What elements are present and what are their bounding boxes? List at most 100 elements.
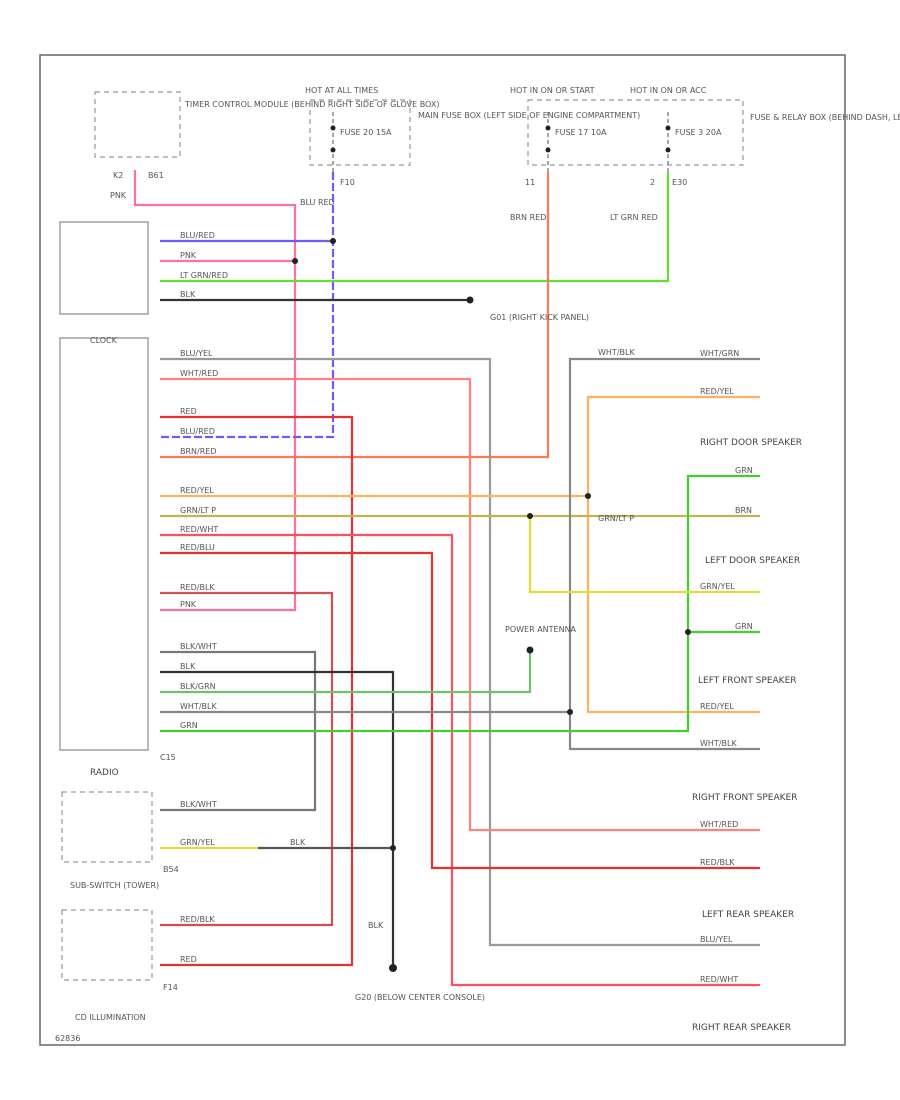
lbl-grn-lt: GRN/LT P — [180, 506, 216, 515]
fuse-20-pin: F10 — [340, 178, 355, 187]
lbl-g20-blk: BLK — [368, 921, 384, 930]
wire-grn — [160, 474, 760, 733]
lbl-s-blk-wht: BLK/WHT — [180, 800, 217, 809]
cd-illum-conn: F14 — [163, 983, 178, 992]
tcm-label: TIMER CONTROL MODULE (BEHIND RIGHT SIDE … — [184, 100, 439, 109]
power-antenna-label: POWER ANTENNA — [505, 625, 577, 634]
lbl-blu-red2: BLU/RED — [180, 427, 215, 436]
splice-dot — [466, 296, 474, 304]
lbl-blu-red: BLU/RED — [180, 231, 215, 240]
wire-blu-yel — [160, 357, 760, 947]
lbl-mid-wht-blk: WHT/BLK — [598, 348, 635, 357]
lbl-r-grn2: GRN — [735, 622, 753, 631]
sub-switch-conn: B54 — [163, 865, 179, 874]
lbl-lt-grn: LT GRN/RED — [180, 271, 228, 280]
lbl-pnk2: PNK — [180, 600, 197, 609]
lbl-wht-blk: WHT/BLK — [180, 702, 217, 711]
relay-box-label: FUSE & RELAY BOX (BEHIND DASH, LEFT OF S… — [750, 113, 900, 122]
lbl-brn-red: BRN/RED — [180, 447, 217, 456]
right-door-speaker-label: RIGHT DOOR SPEAKER — [700, 438, 802, 448]
diagram-code: 62836 — [55, 1034, 80, 1043]
lbl-r-red-yel2: RED/YEL — [700, 702, 734, 711]
clock-label: CLOCK — [90, 336, 118, 345]
fuse-20-label: FUSE 20 15A — [340, 128, 392, 137]
ground-g20-label: G20 (BELOW CENTER CONSOLE) — [355, 993, 485, 1002]
fuse-17-icon — [545, 112, 551, 172]
main-fuse-box-outline — [309, 99, 411, 166]
lbl-r-brn: BRN — [735, 506, 752, 515]
ground-g01-label: G01 (RIGHT KICK PANEL) — [490, 313, 589, 322]
fuse-17-pin: 11 — [525, 178, 535, 187]
splice-dot — [585, 493, 591, 499]
lbl-r-wht-blk: WHT/BLK — [700, 739, 737, 748]
diagram-frame — [39, 54, 846, 1046]
splice-dot — [685, 629, 691, 635]
fuse-3-pin: 2 — [650, 178, 655, 187]
wire-red-blk — [160, 591, 334, 927]
lbl-cd-red-blk: RED/BLK — [180, 915, 215, 924]
main-fuse-box-label: MAIN FUSE BOX (LEFT SIDE OF ENGINE COMPA… — [418, 111, 640, 120]
left-front-speaker-label: LEFT FRONT SPEAKER — [698, 676, 797, 686]
ground-g20-icon — [389, 964, 397, 972]
lbl-r-blu-yel: BLU/YEL — [700, 935, 733, 944]
sub-switch-box — [61, 791, 153, 863]
radio-conn: C15 — [160, 753, 176, 762]
lbl-r-wht-grn: WHT/GRN — [700, 349, 739, 358]
lbl-cd-red: RED — [180, 955, 197, 964]
lbl-blk-wht: BLK/WHT — [180, 642, 217, 651]
fuse-3-label: FUSE 3 20A — [675, 128, 722, 137]
tcm-wire-label: PNK — [110, 191, 127, 200]
lt-grn-red-label: LT GRN RED — [610, 213, 658, 222]
lbl-r-red-yel: RED/YEL — [700, 387, 734, 396]
lbl-blk-grn: BLK/GRN — [180, 682, 216, 691]
wire-blk-grn — [160, 650, 532, 694]
hot-acc2-label: HOT IN ON OR ACC — [630, 86, 707, 95]
lbl-grn: GRN — [180, 721, 198, 730]
tcm-pin-k2: K2 — [113, 171, 123, 180]
sub-switch-label: SUB-SWITCH (TOWER) — [70, 881, 159, 890]
fuse-3-conn: E30 — [672, 178, 687, 187]
lbl-s-grn-yel: GRN/YEL — [180, 838, 215, 847]
lbl-blk: BLK — [180, 290, 196, 299]
wire-red-blu — [160, 551, 760, 870]
lbl-s-blk: BLK — [290, 838, 306, 847]
lbl-r-wht-red: WHT/RED — [700, 820, 738, 829]
splice-dot — [330, 238, 336, 244]
left-rear-speaker-label: LEFT REAR SPEAKER — [702, 910, 794, 920]
fuse-3-icon — [665, 112, 671, 172]
lbl-r-grn-yel: GRN/YEL — [700, 582, 735, 591]
cd-illum-box — [61, 909, 153, 981]
splice-dot — [527, 513, 533, 519]
radio-label: RADIO — [90, 768, 119, 778]
right-rear-speaker-label: RIGHT REAR SPEAKER — [692, 1023, 791, 1033]
tcm-box — [94, 91, 181, 158]
radio-upper-box — [59, 221, 149, 315]
lbl-wht-red: WHT/RED — [180, 369, 218, 378]
brn-red-label: BRN RED — [510, 213, 546, 222]
lbl-red-blk: RED/BLK — [180, 583, 215, 592]
wire-blk — [160, 670, 395, 968]
wire-wht-blk-spk — [568, 357, 760, 751]
lbl-blk2: BLK — [180, 662, 196, 671]
lbl-red-yel: RED/YEL — [180, 486, 214, 495]
wire-wht-red — [160, 377, 760, 832]
lbl-mid-grn-lt: GRN/LT P — [598, 514, 634, 523]
lbl-red: RED — [180, 407, 197, 416]
radio-main-box — [59, 337, 149, 751]
tcm-pin-b61: B61 — [148, 171, 164, 180]
lbl-r-red-wht: RED/WHT — [700, 975, 738, 984]
splice-dot — [292, 258, 298, 264]
wire-pnk-tcm — [133, 170, 297, 612]
lbl-pnk: PNK — [180, 251, 197, 260]
splice-dot — [526, 646, 534, 654]
fuse-17-label: FUSE 17 10A — [555, 128, 607, 137]
lbl-blu-yel: BLU/YEL — [180, 349, 213, 358]
lbl-red-blu: RED/BLU — [180, 543, 215, 552]
right-front-speaker-label: RIGHT FRONT SPEAKER — [692, 793, 797, 803]
splice-dot — [390, 845, 396, 851]
lbl-r-red-blk: RED/BLK — [700, 858, 735, 867]
wire-brn-red — [160, 172, 550, 459]
lbl-red-wht: RED/WHT — [180, 525, 218, 534]
wire-red-yel-spk — [586, 395, 760, 714]
